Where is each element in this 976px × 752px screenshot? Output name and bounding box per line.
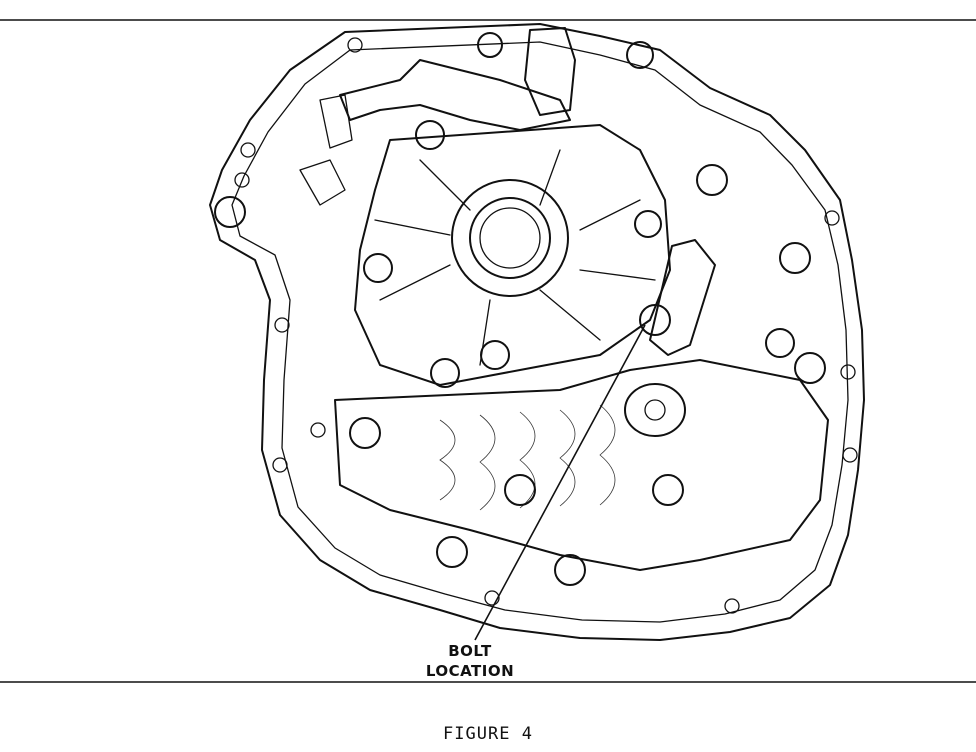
top-linkage-bracket [339,59,571,131]
bolt-head [415,120,445,150]
flange-holes [234,37,858,614]
bolt-head [436,536,468,568]
bolt-head [652,474,684,506]
flange-hole [240,142,256,158]
flange-hole [274,317,290,333]
callout-line-1: BOLT [448,642,492,660]
flange-hole [347,37,363,53]
bolt-location-callout: BOLT LOCATION [410,641,530,681]
pump-hub-inner [469,197,551,279]
accumulator-boss [624,383,686,437]
flange-hole [234,172,250,188]
flange-hole [842,447,858,463]
bolt-head [477,32,503,58]
bolt-head [765,328,795,358]
flange-hole [310,422,326,438]
valve-body-bores [439,404,616,511]
bolt-head [554,554,586,586]
bolt-head [794,352,826,384]
pump-housing [354,124,671,386]
pump-hub-bore [479,207,541,269]
accumulator-bore [644,399,666,421]
pump-hub-outer [451,179,569,297]
case-inner-gasket [231,41,849,623]
callout-line-2: LOCATION [425,662,515,680]
bolt-head [349,417,381,449]
bolt-head [626,41,654,69]
flange-hole [272,457,288,473]
kickdown-bracket [649,239,716,356]
flange-hole [824,210,840,226]
flange-hole [724,598,740,614]
bolt-head [363,253,393,283]
bolt-head [430,358,460,388]
bolt-head [779,242,811,274]
bolt-head [696,164,728,196]
pump-web-ribs [374,149,656,366]
callout-leader-line [474,324,646,641]
bolt-heads [214,32,826,586]
valve-body [334,359,829,571]
detent-lever [524,27,576,116]
manual-shaft-link [299,94,353,206]
bolt-head [480,340,510,370]
flange-hole [484,590,500,606]
bolt-head [634,210,662,238]
bolt-head [504,474,536,506]
flange-hole [840,364,856,380]
figure-caption: FIGURE 4 [443,724,533,744]
case-outer-outline [209,23,865,641]
bolt-head [639,304,671,336]
bolt-head [214,196,246,228]
